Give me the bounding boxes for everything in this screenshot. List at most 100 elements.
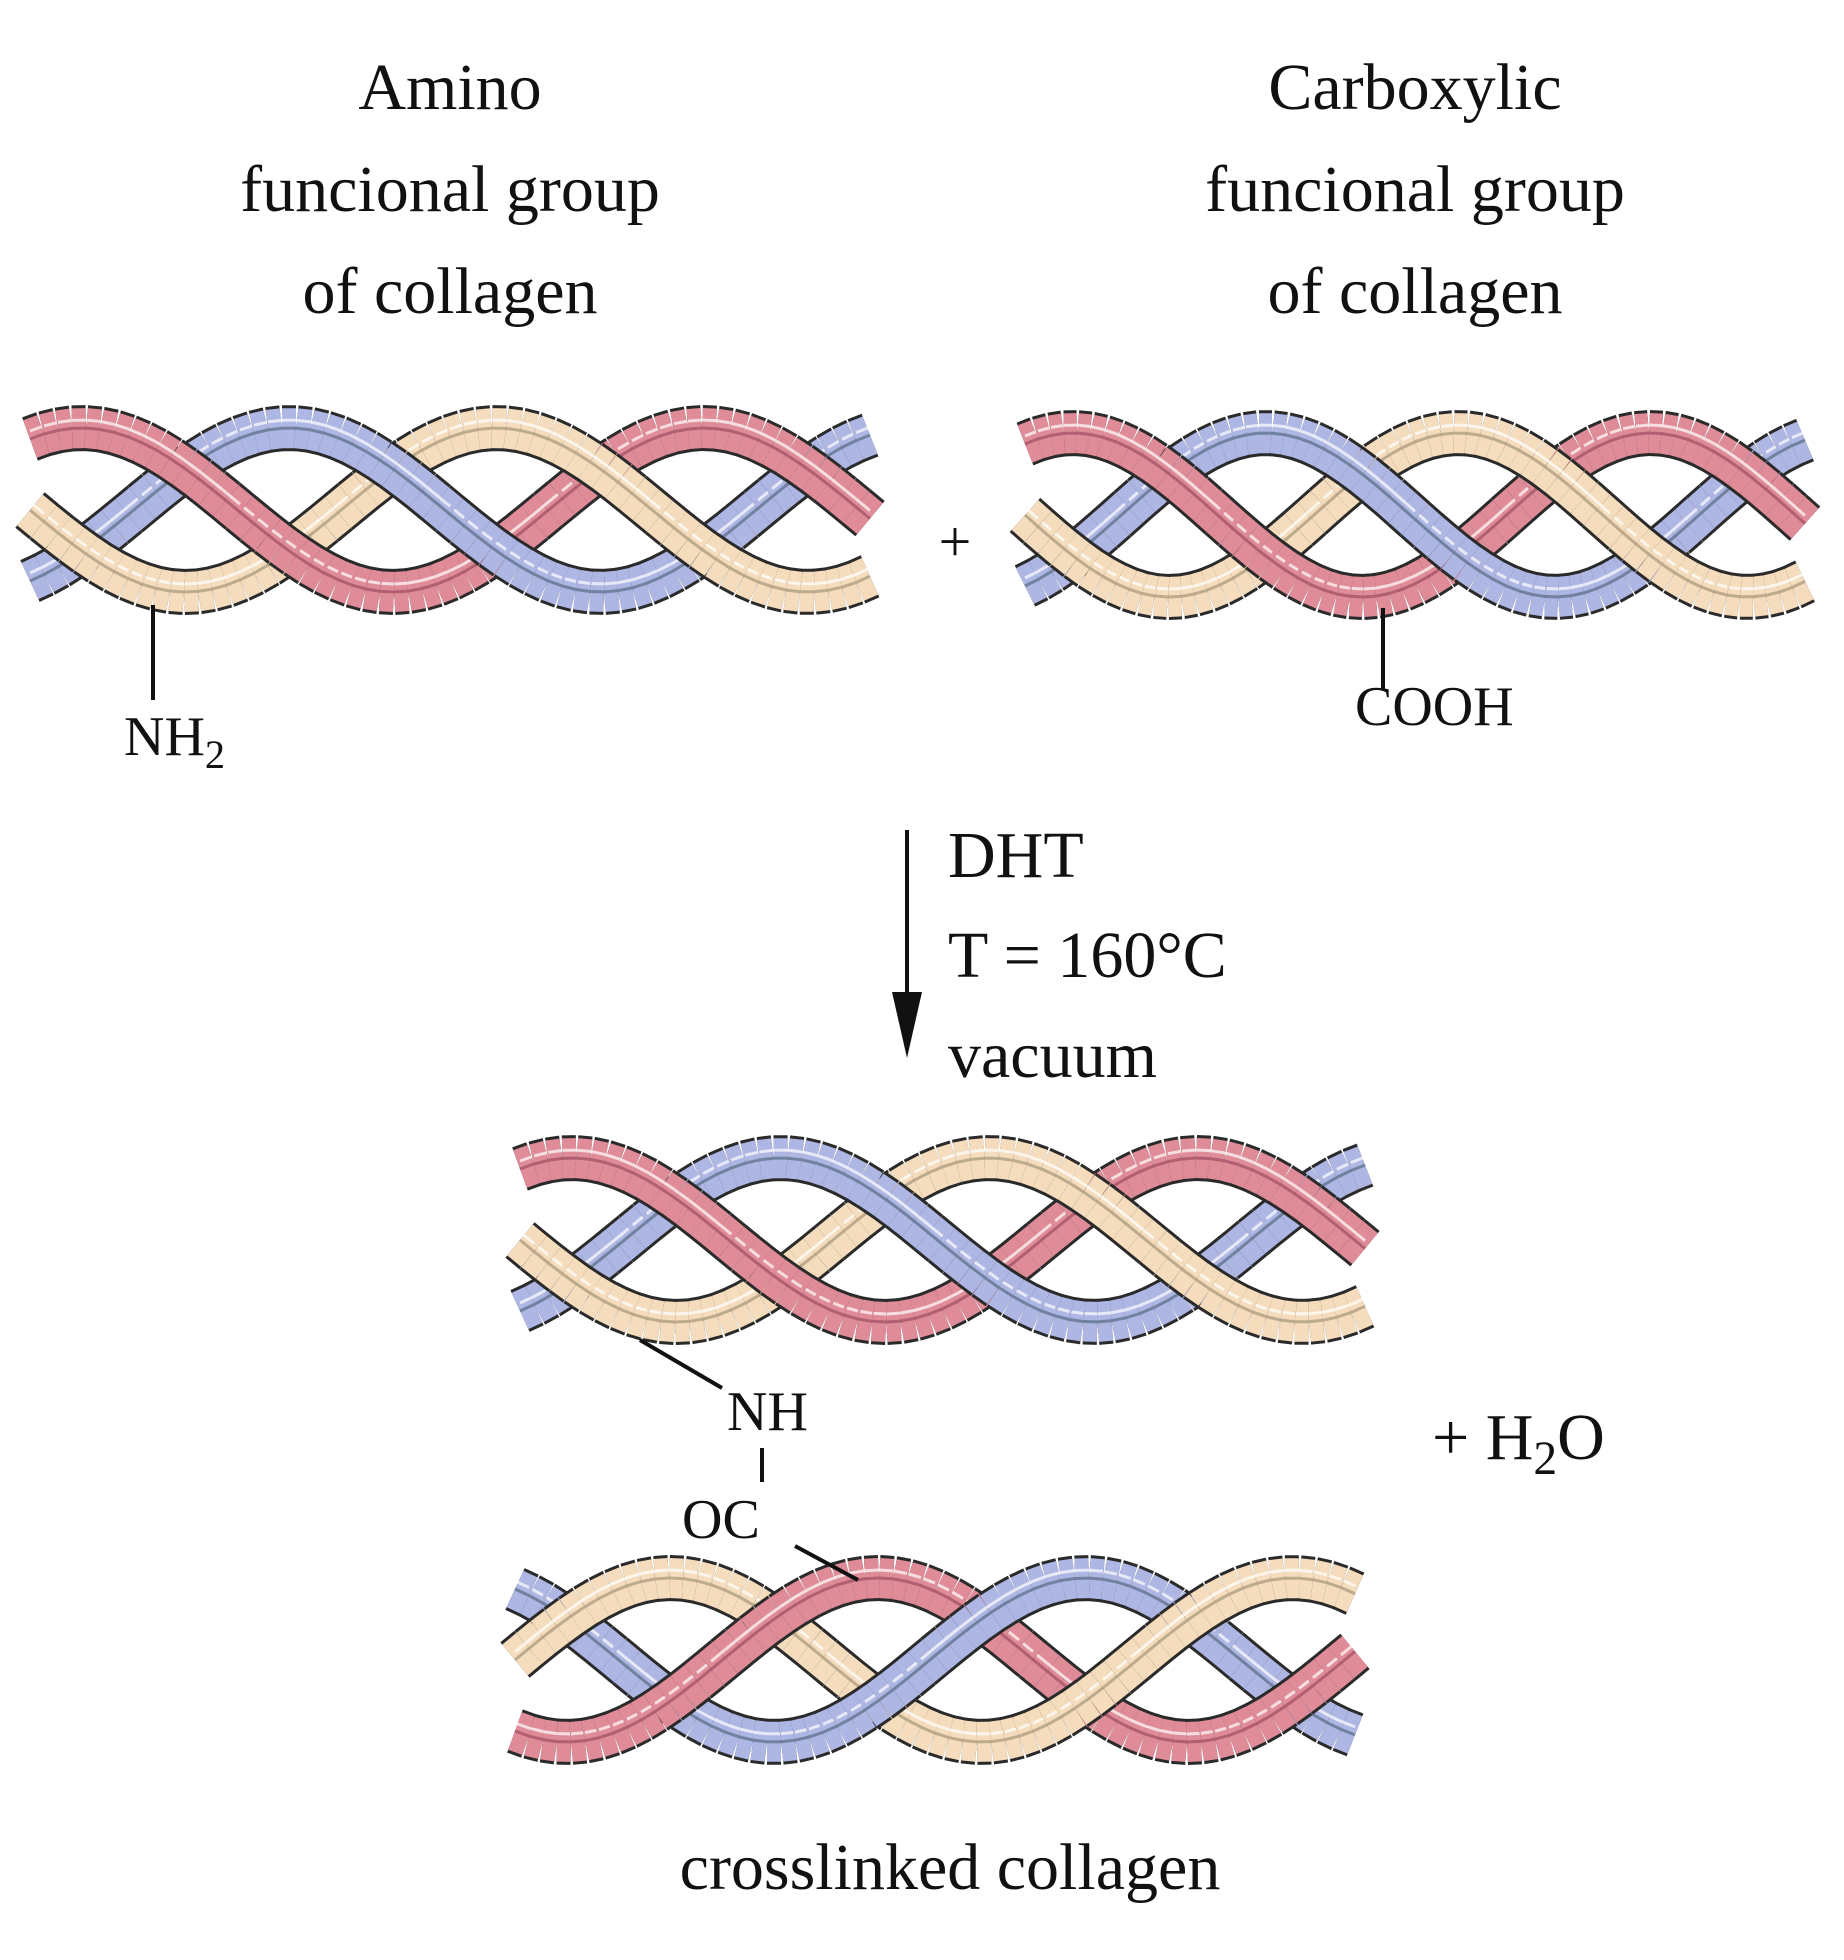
strand-highlight-cream (1154, 586, 1169, 591)
strand-vein-cream (1172, 1619, 1188, 1633)
carboxylic-title-line-2: funcional group (1205, 153, 1625, 226)
strand-highlight-blue (626, 1657, 642, 1672)
strand-vein-blue (1609, 574, 1624, 584)
strand-vein-cream (1340, 1586, 1356, 1596)
strand-highlight-cream (948, 1728, 964, 1734)
strand-vein-blue (1340, 1728, 1356, 1737)
strand-vein-blue (759, 1156, 774, 1162)
strand-vein-red (519, 520, 535, 535)
strand-vein-red (900, 1317, 915, 1323)
strand-vein-blue (528, 1594, 544, 1605)
strand-vein-red (127, 435, 143, 445)
carboxylic-title-line-3: of collagen (1267, 255, 1563, 328)
strand-vein-red (1298, 1684, 1314, 1698)
strand-highlight-red (85, 418, 101, 423)
strand-highlight-blue (1362, 465, 1377, 479)
strand-highlight-red (1139, 1156, 1155, 1166)
strand-highlight-red (1648, 423, 1663, 428)
strand-vein-blue (1251, 1225, 1268, 1240)
strand-vein-red (892, 1577, 908, 1583)
strand-vein-red (1505, 502, 1520, 517)
strand-vein-red (920, 1584, 936, 1593)
strand-vein-cream (1206, 583, 1221, 592)
strand-highlight-red (827, 475, 843, 489)
strand-vein-blue (696, 1716, 712, 1728)
strand-vein-cream (822, 1656, 838, 1671)
strand-vein-cream (998, 1156, 1014, 1162)
strand-vein-cream (1195, 1278, 1211, 1291)
water-subscript: 2 (1533, 1433, 1558, 1486)
strand-vein-cream (197, 587, 213, 593)
strand-vein-red (913, 1312, 929, 1320)
strand-highlight-cream (519, 420, 535, 428)
strand-vein-red (1206, 504, 1221, 519)
strand-vein-cream (913, 1171, 930, 1182)
strand-vein-blue (1206, 441, 1221, 451)
strand-vein-cream (1350, 1304, 1366, 1314)
strand-vein-cream (814, 1241, 831, 1256)
strand-vein-red (941, 1300, 958, 1311)
strand-highlight-blue (589, 1247, 606, 1261)
strand-vein-cream (1322, 1315, 1338, 1322)
strand-vein-blue (1414, 518, 1429, 532)
strand-highlight-red (813, 464, 829, 478)
strand-vein-cream (477, 426, 493, 431)
strand-highlight-red (841, 486, 857, 501)
strand-vein-blue (1144, 1591, 1160, 1601)
strand-vein-red (1219, 516, 1234, 530)
strand-vein-blue (435, 501, 451, 516)
strand-highlight-cream (850, 1671, 866, 1685)
strand-highlight-cream (682, 1569, 698, 1575)
strand-vein-cream (1280, 1318, 1295, 1324)
strand-vein-blue (1256, 1672, 1272, 1686)
strand-highlight-red (1180, 474, 1195, 488)
strand-highlight-blue (1284, 425, 1299, 432)
strand-vein-red (547, 497, 563, 512)
strand-highlight-blue (514, 1579, 530, 1589)
strand-vein-red (141, 441, 157, 452)
strand-highlight-red (211, 480, 227, 494)
strand-vein-red (1271, 559, 1286, 572)
strand-vein-cream (1726, 593, 1741, 599)
strand-vein-blue (631, 1220, 648, 1235)
strand-highlight-blue (1570, 583, 1585, 590)
strand-vein-red (927, 1307, 944, 1316)
strand-vein-red (590, 1157, 605, 1164)
strand-vein-cream (1166, 1256, 1183, 1271)
strand-highlight-cream (323, 503, 339, 518)
strand-highlight-blue (1060, 1569, 1076, 1574)
strand-vein-cream (1544, 465, 1559, 478)
strand-vein-cream (1505, 442, 1520, 452)
strand-highlight-red (1321, 1205, 1338, 1219)
strand-vein-red (766, 1613, 782, 1626)
strand-highlight-red (421, 574, 437, 582)
strand-highlight-red (1661, 424, 1676, 430)
strand-highlight-cream (584, 1589, 600, 1600)
strand-vein-blue (659, 569, 675, 579)
strand-vein-cream (617, 481, 633, 495)
strand-highlight-red (855, 497, 871, 512)
carboxylic-title-line-1: Carboxylic (1268, 51, 1562, 124)
strand-vein-red (1200, 1737, 1216, 1743)
strand-vein-cream (794, 1633, 810, 1648)
strand-vein-red (1050, 431, 1065, 437)
strand-vein-cream (570, 1605, 586, 1618)
strand-highlight-blue (603, 1235, 620, 1250)
strand-highlight-cream (1280, 1310, 1295, 1316)
strand-highlight-blue (435, 493, 451, 508)
strand-vein-blue (1479, 570, 1494, 581)
strand-vein-cream (906, 1718, 922, 1729)
strand-highlight-red (799, 454, 815, 467)
strand-vein-blue (752, 1738, 768, 1744)
strand-vein-cream (1492, 437, 1507, 446)
strand-vein-red (948, 1596, 964, 1608)
strand-vein-red (654, 1700, 670, 1713)
strand-vein-blue (969, 1265, 986, 1279)
strand-vein-cream (603, 1300, 620, 1310)
strand-vein-red (407, 587, 423, 593)
strand-vein-blue (1089, 530, 1104, 544)
strand-vein-blue (743, 507, 759, 522)
strand-vein-blue (716, 1166, 732, 1176)
strand-vein-cream (1440, 431, 1455, 436)
strand-vein-blue (757, 495, 773, 510)
